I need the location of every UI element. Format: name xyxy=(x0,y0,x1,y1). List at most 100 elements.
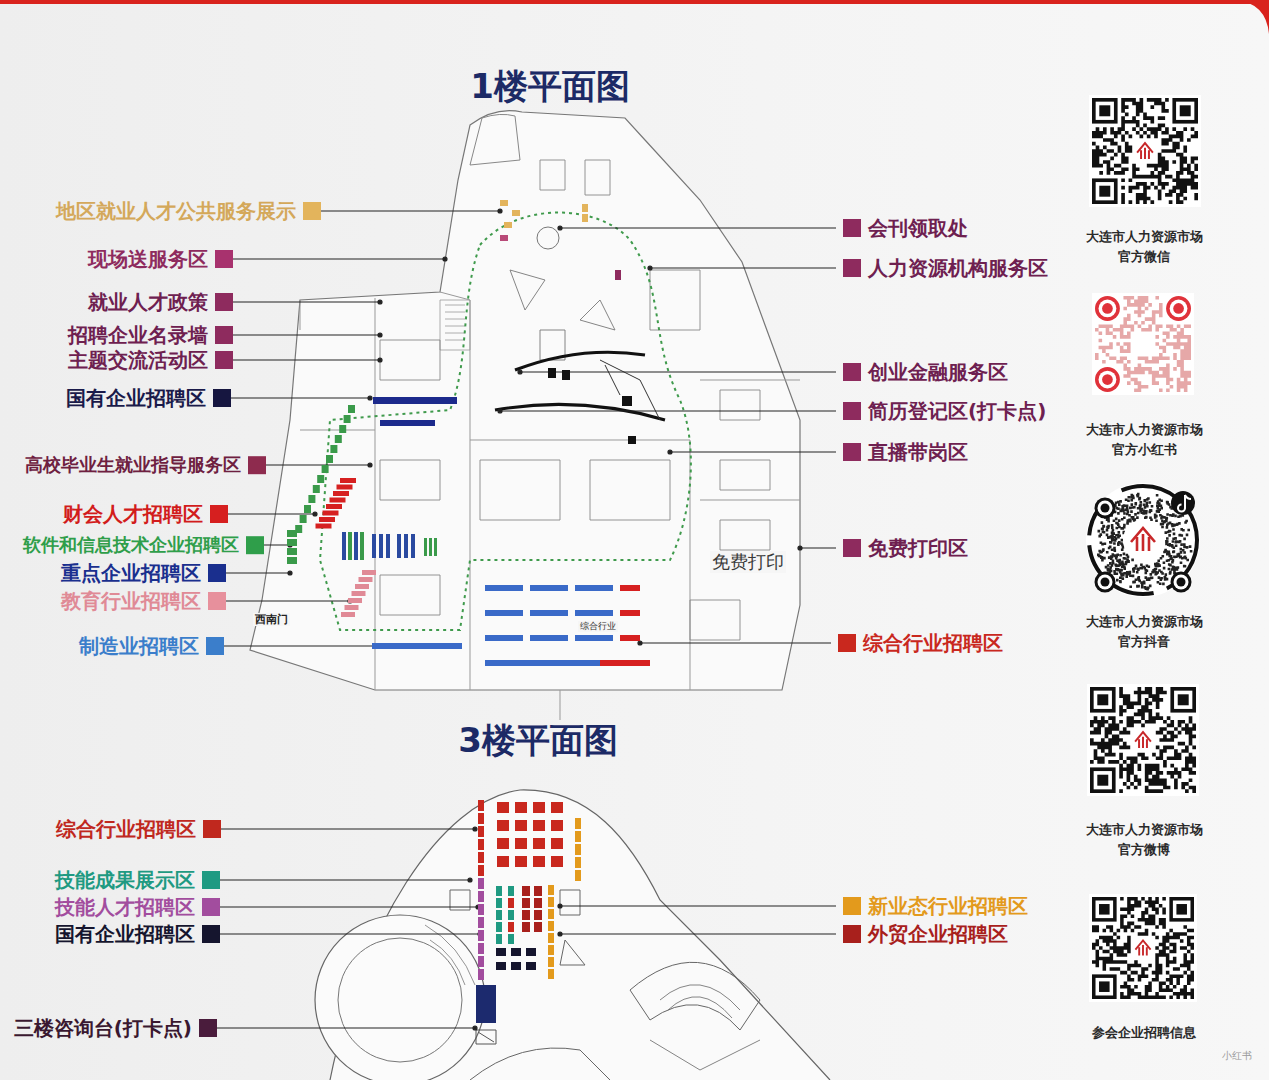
qr-finder xyxy=(1095,367,1120,392)
booth xyxy=(478,852,484,863)
leader-dot xyxy=(473,827,477,831)
qr-caption: 大连市人力资源市场 官方微信 xyxy=(1078,227,1210,267)
qr-logo-mark xyxy=(1131,528,1155,551)
floor3-theatre xyxy=(630,962,760,1030)
consult-desk-mark xyxy=(476,1030,496,1044)
booth xyxy=(478,813,484,824)
booth xyxy=(316,524,332,529)
booth xyxy=(355,584,369,589)
booth xyxy=(352,591,366,596)
booth xyxy=(508,934,514,944)
qr-finder xyxy=(1096,102,1114,120)
booth xyxy=(341,612,355,617)
legend-swatch xyxy=(246,536,264,554)
legend-swatch xyxy=(202,871,220,889)
qr-finder xyxy=(1172,98,1198,124)
qr-finder xyxy=(1090,767,1116,793)
leader-dot xyxy=(378,333,382,337)
booth xyxy=(478,969,484,980)
area-label: 综合行业 xyxy=(578,621,618,632)
leader-dot xyxy=(638,641,642,645)
booth xyxy=(515,838,527,849)
booth xyxy=(497,820,509,831)
qr-finder xyxy=(1096,901,1114,919)
booth xyxy=(548,921,554,931)
leader-line xyxy=(217,829,836,1028)
booth xyxy=(580,610,610,616)
booth xyxy=(522,910,530,920)
legend-text: 高校毕业生就业指导服务区 xyxy=(25,454,241,476)
qr-finder xyxy=(1169,897,1194,922)
booth xyxy=(615,270,621,280)
booth xyxy=(485,585,523,591)
legend-item: 地区就业人才公共服务展示 xyxy=(56,199,321,223)
leader-dot xyxy=(368,396,372,400)
legend-swatch xyxy=(202,925,220,943)
floor1-outline xyxy=(250,111,800,690)
booth xyxy=(575,844,581,855)
booth xyxy=(304,505,311,513)
booth xyxy=(575,857,581,868)
consult-desk xyxy=(476,985,496,1023)
legend-item: 简历登记区(打卡点) xyxy=(843,399,1046,423)
booth xyxy=(478,865,484,876)
floor1-atrium xyxy=(537,227,559,249)
legend-item: 国有企业招聘区 xyxy=(66,386,231,410)
legend-item: 制造业招聘区 xyxy=(79,634,224,658)
legend-text: 直播带岗区 xyxy=(868,440,968,464)
legend-item: 综合行业招聘区 xyxy=(838,631,1003,655)
floor3-rooms xyxy=(450,890,585,965)
legend-text: 重点企业招聘区 xyxy=(61,561,201,585)
qr-finder xyxy=(1099,904,1110,915)
leader-dot xyxy=(558,904,562,908)
booth xyxy=(379,534,383,558)
qr-caption: 大连市人力资源市场 官方抖音 xyxy=(1078,612,1210,652)
legend-swatch xyxy=(843,259,861,277)
legend-item: 新业态行业招聘区 xyxy=(843,894,1028,918)
booth xyxy=(582,214,588,222)
booth xyxy=(562,370,570,380)
watermark: 小红书 xyxy=(1222,1050,1252,1062)
booth xyxy=(582,204,588,212)
booth xyxy=(548,957,554,967)
booth xyxy=(500,235,508,241)
booth xyxy=(287,539,297,546)
legend-item: 现场送服务区 xyxy=(88,247,233,271)
qr-modules xyxy=(1092,897,1194,999)
area-label: 免费打印 xyxy=(710,551,786,573)
booth xyxy=(533,838,545,849)
booth xyxy=(508,898,514,908)
booth xyxy=(530,585,568,591)
qr-finder xyxy=(1102,374,1113,385)
legend-swatch xyxy=(215,250,233,268)
qr-finder xyxy=(1092,897,1117,922)
booth xyxy=(485,610,523,616)
legend-swatch xyxy=(843,897,861,915)
booth xyxy=(533,820,545,831)
leader-dot xyxy=(498,209,502,213)
qr-finder xyxy=(1099,300,1117,318)
legend-item: 直播带岗区 xyxy=(843,440,968,464)
qr-caption: 大连市人力资源市场 官方微博 xyxy=(1078,820,1210,860)
legend-text: 教育行业招聘区 xyxy=(61,589,201,613)
legend-item: 招聘企业名录墙 xyxy=(68,323,233,347)
qr-finder xyxy=(1098,501,1113,516)
qr-modules xyxy=(1092,98,1198,204)
legend-item: 人力资源机构服务区 xyxy=(843,256,1048,280)
booth xyxy=(372,643,462,649)
booth xyxy=(511,962,521,970)
legend-text: 软件和信息技术企业招聘区 xyxy=(23,534,239,556)
qr-finder xyxy=(1174,691,1192,709)
booth xyxy=(522,886,530,896)
floor-title: 3楼平面图 xyxy=(458,720,618,761)
booth xyxy=(372,534,376,558)
qr-finder xyxy=(1095,572,1116,593)
booth xyxy=(511,948,521,956)
booth xyxy=(500,200,508,206)
booth xyxy=(522,922,530,932)
booth xyxy=(322,465,329,473)
booth xyxy=(326,455,333,463)
legend-text: 地区就业人才公共服务展示 xyxy=(56,199,296,223)
qr-finder xyxy=(1101,578,1110,587)
qr-logo xyxy=(1134,140,1156,162)
